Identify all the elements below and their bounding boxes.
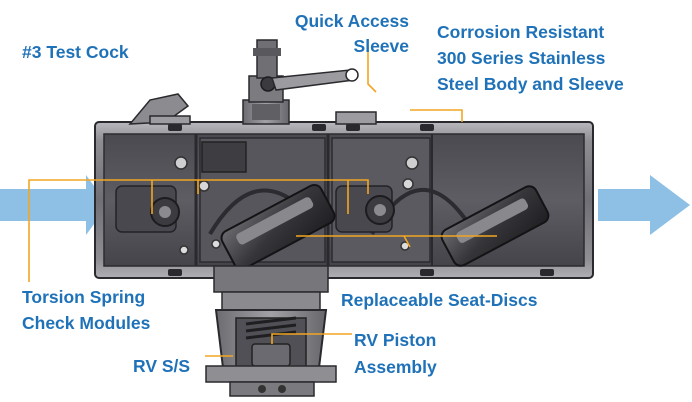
label-rv-ss: RV S/S [133,356,191,376]
label-quick-access-line-1: Quick Access [294,11,409,31]
label-torsion-line-1: Torsion Spring [22,287,146,307]
label-corrosion-line-1: Corrosion Resistant [437,22,605,42]
check-module-right [335,156,419,233]
leader-lines [28,46,497,357]
quick-access-sleeve [149,111,377,125]
check-module-left [115,156,210,233]
inlet-flow-arrow-icon [0,175,108,235]
label-corrosion-line-2: 300 Series Stainless [437,48,606,68]
relief-valve [205,265,337,397]
seat-disc-right [440,185,550,267]
seat-disc-left [220,183,336,271]
outlet-flow-arrow-icon [598,175,690,235]
label-seat-discs: Replaceable Seat-Discs [341,290,538,310]
label-rv-piston-line-1: RV Piston [354,330,437,350]
label-torsion-line-2: Check Modules [22,313,151,333]
test-cock [128,39,359,125]
label-test-cock: #3 Test Cock [22,42,129,62]
label-quick-access-line-2: Sleeve [353,36,409,56]
label-corrosion-line-3: Steel Body and Sleeve [437,74,624,94]
label-rv-piston-line-2: Assembly [354,357,437,377]
